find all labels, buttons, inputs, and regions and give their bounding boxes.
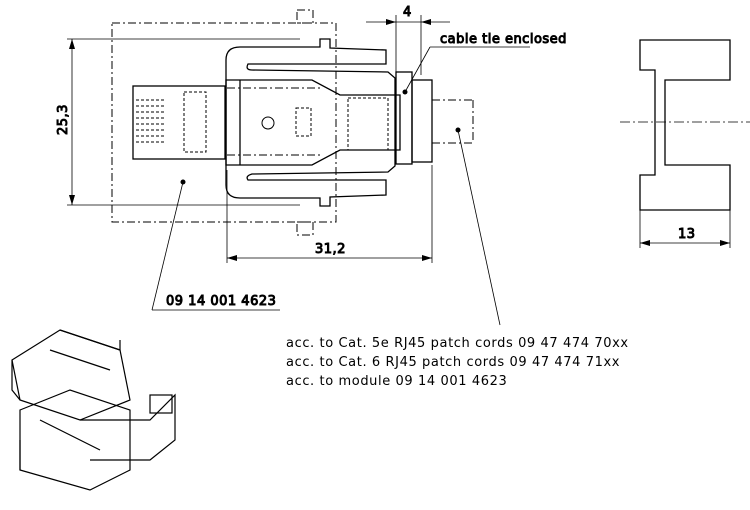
- rj45-contacts: [136, 91, 389, 153]
- screw-symbol: [261, 116, 275, 130]
- note-cat6: acc. to Cat. 6 RJ45 patch cords 09 47 47…: [286, 355, 621, 370]
- module-outline-dashed: [111, 9, 474, 236]
- isometric-view: [11, 329, 176, 491]
- connector-housing: [132, 38, 433, 207]
- dim-side-width: 13: [678, 227, 696, 242]
- notes: acc. to Cat. 5e RJ45 patch cords 09 47 4…: [286, 334, 629, 391]
- cable-tie-label: cable tie enclosed: [440, 32, 567, 47]
- dim-height: 25,3: [56, 104, 71, 135]
- dim-length: 31,2: [315, 242, 346, 257]
- side-view: [620, 39, 750, 211]
- note-module: acc. to module 09 14 001 4623: [286, 374, 508, 389]
- note-cat5e: acc. to Cat. 5e RJ45 patch cords 09 47 4…: [286, 336, 629, 351]
- module-part-number: 09 14 001 4623: [166, 294, 276, 309]
- arrowheads: [69, 19, 730, 261]
- dim-cable-tie-width: 4: [403, 5, 412, 20]
- dimension-lines: [67, 15, 731, 326]
